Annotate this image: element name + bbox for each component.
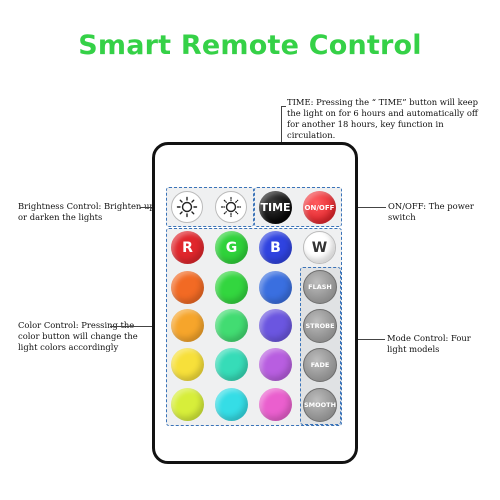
brightness-up-button[interactable] <box>171 191 203 223</box>
color-note: Color Control: Pressing the color button… <box>18 320 138 352</box>
strobe-button[interactable]: STROBE <box>303 309 337 343</box>
time-button-label: TIME <box>260 201 291 214</box>
color-button[interactable] <box>171 271 204 304</box>
mode-note: Mode Control: Four light models <box>387 333 471 354</box>
strobe-button-label: STROBE <box>305 322 335 330</box>
white-button[interactable]: W <box>303 231 336 264</box>
onoff-note: ON/OFF: The power switch <box>388 201 474 222</box>
time-leader-line-h <box>281 106 286 107</box>
green-button-label: G <box>225 239 238 256</box>
color-button[interactable] <box>171 388 204 421</box>
blue-button[interactable]: B <box>259 231 292 264</box>
color-button[interactable] <box>259 309 292 342</box>
color-leader-line <box>110 326 167 327</box>
green-button[interactable]: G <box>215 231 248 264</box>
color-button[interactable] <box>171 348 204 381</box>
color-button[interactable] <box>259 271 292 304</box>
time-button[interactable]: TIME <box>259 191 292 224</box>
color-button[interactable] <box>259 348 292 381</box>
smooth-button-label: SMOOTH <box>303 401 337 409</box>
color-button[interactable] <box>259 388 292 421</box>
flash-button-label: FLASH <box>308 283 332 291</box>
onoff-button-label: ON/OFF <box>304 203 335 212</box>
brightness-note: Brightness Control: Brighten up or darke… <box>18 201 155 222</box>
color-button[interactable] <box>215 388 248 421</box>
red-button-label: R <box>182 239 193 256</box>
color-button[interactable] <box>171 309 204 342</box>
fade-button[interactable]: FADE <box>303 348 337 382</box>
color-button[interactable] <box>215 309 248 342</box>
time-note: TIME: Pressing the “ TIME” button will k… <box>287 97 479 140</box>
sun-dim-icon <box>220 196 242 218</box>
flash-button[interactable]: FLASH <box>303 270 337 304</box>
mode-leader-line <box>340 339 385 340</box>
fade-button-label: FADE <box>310 361 330 369</box>
sun-icon <box>176 196 198 218</box>
blue-button-label: B <box>270 239 281 256</box>
color-button[interactable] <box>215 271 248 304</box>
white-button-label: W <box>311 239 328 256</box>
color-button[interactable] <box>215 348 248 381</box>
red-button[interactable]: R <box>171 231 204 264</box>
brightness-down-button[interactable] <box>215 191 247 223</box>
smooth-button[interactable]: SMOOTH <box>303 388 337 422</box>
onoff-button[interactable]: ON/OFF <box>303 191 336 224</box>
page-title: Smart Remote Control <box>78 30 422 61</box>
onoff-leader-line <box>342 207 386 208</box>
